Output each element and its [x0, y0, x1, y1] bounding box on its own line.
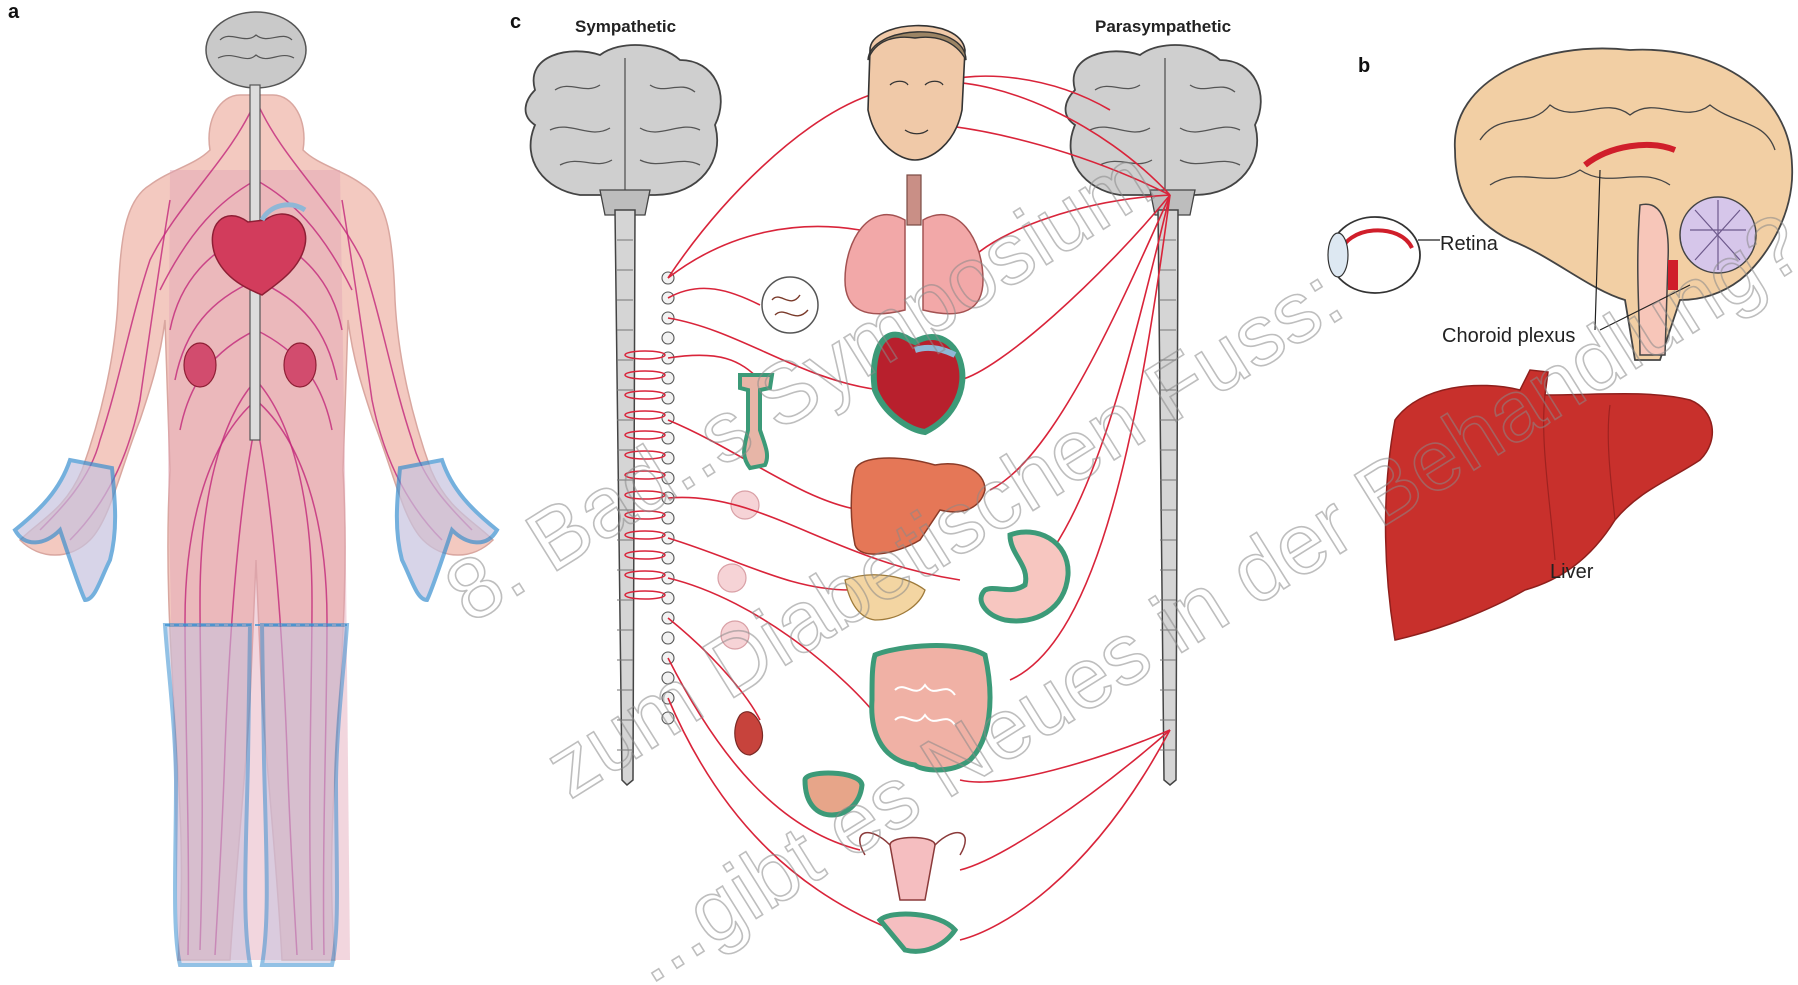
sympathetic-brain	[526, 45, 721, 215]
right-leg-region	[262, 625, 347, 965]
panel-c-letter: c	[510, 11, 521, 33]
left-leg-region	[165, 625, 250, 965]
liver-label: Liver	[1550, 561, 1594, 583]
kidney-right	[284, 343, 316, 387]
sympathetic-label: Sympathetic	[575, 17, 676, 36]
parasympathetic-label: Parasympathetic	[1095, 17, 1231, 36]
panel-a-letter: a	[8, 1, 20, 23]
left-hand-region	[15, 460, 115, 600]
parasympathetic-spinal-cord	[1158, 210, 1178, 785]
genital-organ	[880, 914, 955, 951]
retina-label: Retina	[1440, 233, 1499, 255]
head-brain	[206, 12, 306, 88]
face-organ	[868, 26, 966, 160]
kidney-left	[184, 343, 216, 387]
panel-b-letter: b	[1358, 55, 1370, 77]
eye-organ	[1328, 217, 1440, 293]
body-figure	[15, 12, 497, 965]
panel-a: a	[8, 1, 497, 965]
